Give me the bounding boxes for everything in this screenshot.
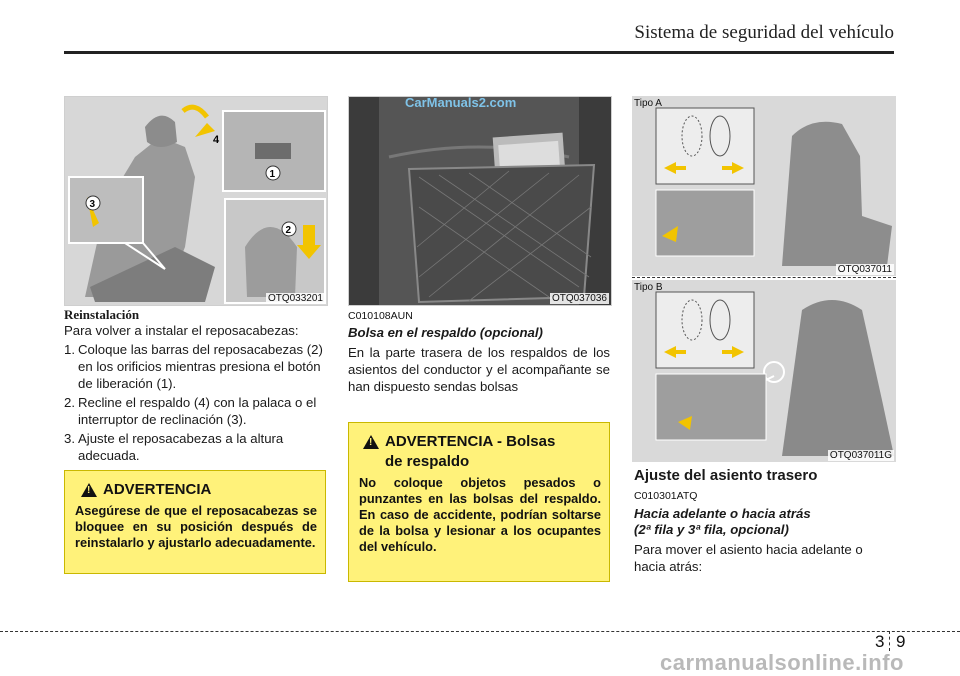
subheading-fila: (2ª fila y 3ª fila, opcional) bbox=[634, 522, 789, 537]
page-number: 9 bbox=[896, 632, 906, 651]
watermark-top: CarManuals2.com bbox=[405, 96, 517, 110]
figure-code: OTQ037011G bbox=[827, 450, 894, 461]
section-code: C010301ATQ bbox=[634, 490, 698, 502]
section-code: C010108AUN bbox=[348, 310, 413, 322]
warning-icon bbox=[363, 435, 379, 449]
warning-box-bolsas: ADVERTENCIA - Bolsas de respaldo No colo… bbox=[348, 422, 610, 582]
label-4: 4 bbox=[213, 134, 220, 146]
figure-rear-seat-tipo-a: Tipo A OTQ037011 bbox=[632, 96, 896, 276]
header-tab bbox=[894, 40, 960, 54]
intro-text: Para volver a instalar el reposacabezas: bbox=[64, 323, 299, 338]
warning-icon bbox=[81, 483, 97, 497]
watermark-bottom: carmanualsonline.info bbox=[660, 650, 904, 675]
warning-title: ADVERTENCIA - Bolsas bbox=[385, 433, 556, 450]
header-rule bbox=[64, 51, 894, 54]
figure-code: OTQ037011 bbox=[835, 264, 894, 275]
warning-box-headrest: ADVERTENCIA Asegúrese de que el reposaca… bbox=[64, 470, 326, 574]
steps-list: 1.Coloque las barras del reposacabezas (… bbox=[64, 341, 326, 466]
page-chapter: 3 bbox=[875, 632, 885, 651]
subheading-bolsa: Bolsa en el respaldo (opcional) bbox=[348, 325, 543, 340]
figure-rear-seat-tipo-b: Tipo B OTQ037011G bbox=[632, 280, 896, 462]
rear-seat-a-illustration bbox=[632, 96, 896, 276]
footer-rule bbox=[0, 631, 960, 632]
figure-headrest-reinstall: 3 1 2 4 OTQ033201 bbox=[64, 96, 328, 306]
list-item: 2.Recline el respaldo (4) con la palaca … bbox=[64, 395, 317, 427]
figure-code: OTQ037036 bbox=[549, 293, 609, 304]
seatback-pocket-illustration bbox=[349, 97, 611, 305]
rear-seat-b-illustration bbox=[632, 280, 896, 462]
warning-title-line2: de respaldo bbox=[385, 453, 470, 470]
label-3: 3 bbox=[90, 199, 96, 210]
label-2: 2 bbox=[286, 225, 292, 236]
figure-seatback-pocket: CarManuals2.com OTQ037036 bbox=[348, 96, 612, 306]
figure-code: OTQ033201 bbox=[265, 293, 325, 304]
tipo-a-label: Tipo A bbox=[634, 98, 662, 109]
warning-title: ADVERTENCIA bbox=[103, 481, 212, 498]
warning-text: Asegúrese de que el reposacabezas se blo… bbox=[75, 503, 317, 550]
list-item: 3.Ajuste el reposacabezas a la altura ad… bbox=[64, 431, 284, 463]
label-1: 1 bbox=[270, 169, 276, 180]
figure-divider bbox=[632, 277, 896, 278]
section-heading-reinstalacion: Reinstalación bbox=[64, 307, 140, 322]
running-header: Sistema de seguridad del vehículo bbox=[634, 22, 894, 43]
section-heading-ajuste: Ajuste del asiento trasero bbox=[634, 467, 818, 484]
tipo-b-label: Tipo B bbox=[634, 282, 663, 293]
headrest-seat-illustration: 3 1 2 4 bbox=[65, 97, 327, 305]
bolsa-text: En la parte trasera de los respaldos de … bbox=[348, 345, 610, 394]
warning-text: No coloque objetos pesados o punzantes e… bbox=[359, 475, 601, 554]
page-divider bbox=[889, 631, 891, 651]
subheading-adelante: Hacia adelante o hacia atrás bbox=[634, 506, 811, 521]
list-item: 1.Coloque las barras del reposacabezas (… bbox=[64, 342, 323, 391]
ajuste-text: Para mover el asiento hacia adelante o h… bbox=[634, 542, 863, 574]
